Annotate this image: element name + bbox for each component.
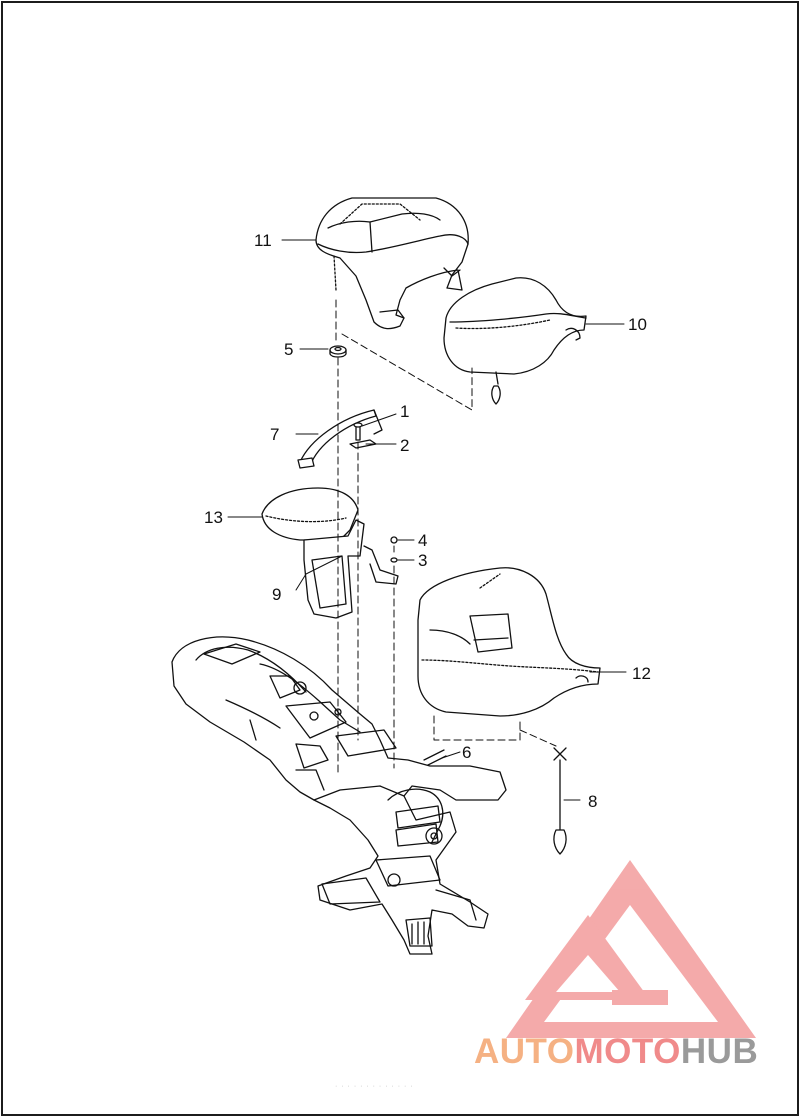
part-10-rider-seat (443, 277, 587, 405)
part-13-backrest-pad (261, 487, 359, 541)
part-3-washer (390, 557, 398, 563)
callout-9: 9 (272, 585, 282, 604)
assembly-guide-lines (335, 299, 557, 773)
part-9-backrest-bracket (303, 519, 399, 619)
part-5-nut (329, 345, 347, 358)
part-11-pillion-seat (315, 197, 469, 330)
part-1-screw (353, 422, 363, 441)
callout-leader-lines (227, 239, 627, 801)
callout-3: 3 (418, 551, 428, 570)
callout-4: 4 (418, 531, 428, 550)
callout-8: 8 (588, 792, 598, 811)
callout-12: 12 (632, 664, 651, 683)
callout-1: 1 (400, 402, 410, 421)
callout-13: 13 (204, 508, 223, 527)
watermark-moto: MOTO (574, 1032, 681, 1071)
rear-fender-frame-assembly (171, 636, 507, 955)
callout-7: 7 (270, 425, 280, 444)
callout-5: 5 (284, 340, 294, 359)
callout-10: 10 (628, 315, 647, 334)
watermark-hub: HUB (680, 1032, 759, 1071)
footer-note: · · · · · · · · · · · · · (335, 1083, 414, 1090)
callout-11: 11 (254, 231, 272, 250)
callout-2: 2 (400, 436, 410, 455)
watermark-auto: AUTO (474, 1032, 575, 1071)
callout-6: 6 (462, 743, 472, 762)
automotohub-watermark: AUTOMOTOHUB (474, 1034, 758, 1069)
part-4-nut (390, 536, 398, 544)
part-7-grab-strap (297, 409, 383, 469)
part-12-two-up-seat (417, 567, 601, 717)
automotohub-logo-mark (506, 860, 756, 1038)
part-8-seat-strap (553, 747, 567, 855)
